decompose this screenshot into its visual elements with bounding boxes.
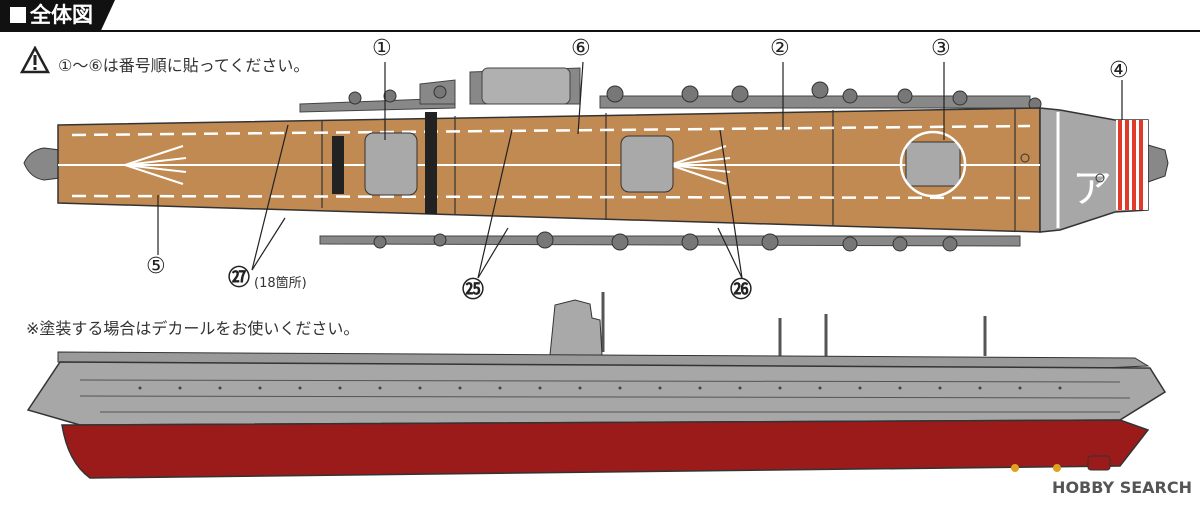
deck-mark: ア bbox=[1072, 166, 1112, 212]
callout-4: ④ bbox=[1109, 58, 1129, 83]
side-view bbox=[26, 292, 1167, 479]
callout-2: ② bbox=[770, 36, 790, 61]
callout-27: ㉗ bbox=[228, 266, 251, 291]
watermark: HOBBY SEARCH bbox=[1052, 478, 1192, 497]
callout-6: ⑥ bbox=[571, 36, 591, 61]
section-title: 全体図 bbox=[30, 3, 93, 27]
section-tab: 全体図 bbox=[0, 0, 115, 30]
callout-25: ㉕ bbox=[462, 278, 485, 303]
header-rule bbox=[0, 30, 1200, 32]
stern-stripes bbox=[1116, 120, 1148, 210]
count-note: (18箇所) bbox=[254, 276, 307, 291]
top-view: ア bbox=[23, 61, 1169, 279]
callout-3: ③ bbox=[931, 36, 951, 61]
order-note: ①〜⑥は番号順に貼ってください。 bbox=[58, 56, 310, 75]
hull-red bbox=[61, 419, 1150, 479]
leader-lines bbox=[157, 61, 1123, 279]
paint-note: ※塗装する場合はデカールをお使いください。 bbox=[26, 319, 360, 338]
warning-icon bbox=[20, 46, 50, 74]
island-top bbox=[481, 67, 571, 105]
elevators bbox=[364, 130, 967, 198]
square-icon bbox=[10, 7, 26, 23]
callout-26: ㉖ bbox=[730, 278, 753, 303]
callout-5: ⑤ bbox=[146, 254, 166, 279]
callout-1: ① bbox=[372, 36, 392, 61]
